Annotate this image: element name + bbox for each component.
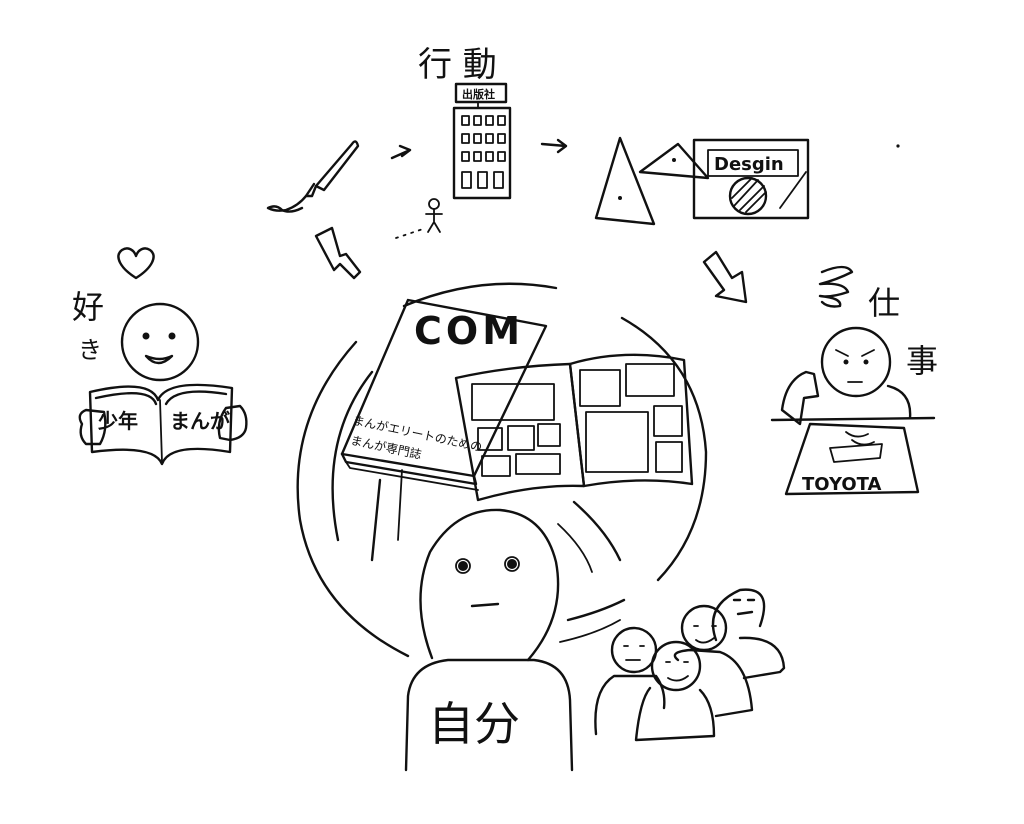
arrow-icon [542,140,566,152]
self-figure: 自分 [406,510,572,770]
manga-book [90,385,232,464]
stick-figure-icon [396,199,442,238]
triangle-ruler [596,138,654,224]
work-group: 仕 事 TOYOTA [772,267,938,495]
heart-icon [118,248,153,278]
open-comic [456,355,692,500]
work-drawing-label: TOYOTA [802,474,882,495]
self-label: 自分 [428,697,520,751]
design-group: Desgin [596,138,808,224]
stray-dot [896,144,900,148]
action-label: 行 動 [418,45,497,85]
arrow-icon [392,146,410,158]
magazine-title: COM [414,309,524,353]
building-icon: 出版社 [454,84,510,198]
likes-group: 好 き 少年 まんが [72,248,246,464]
left-hand [80,410,106,444]
likes-label-2: き [78,336,102,364]
work-paper [786,424,918,494]
building-sign: 出版社 [462,87,495,101]
big-arrow-down-icon [704,252,746,302]
right-hand [219,406,247,440]
likes-label-1: 好 [72,288,104,326]
pen-icon [268,141,358,211]
big-arrow-up-icon [316,228,360,278]
aura-arcs [298,284,706,656]
design-label: Desgin [714,154,784,175]
work-label-1: 仕 [868,284,900,322]
work-label-2: 事 [906,342,938,380]
stress-scribble-icon [820,267,852,307]
crowd [595,590,784,740]
reader-head [122,304,198,380]
